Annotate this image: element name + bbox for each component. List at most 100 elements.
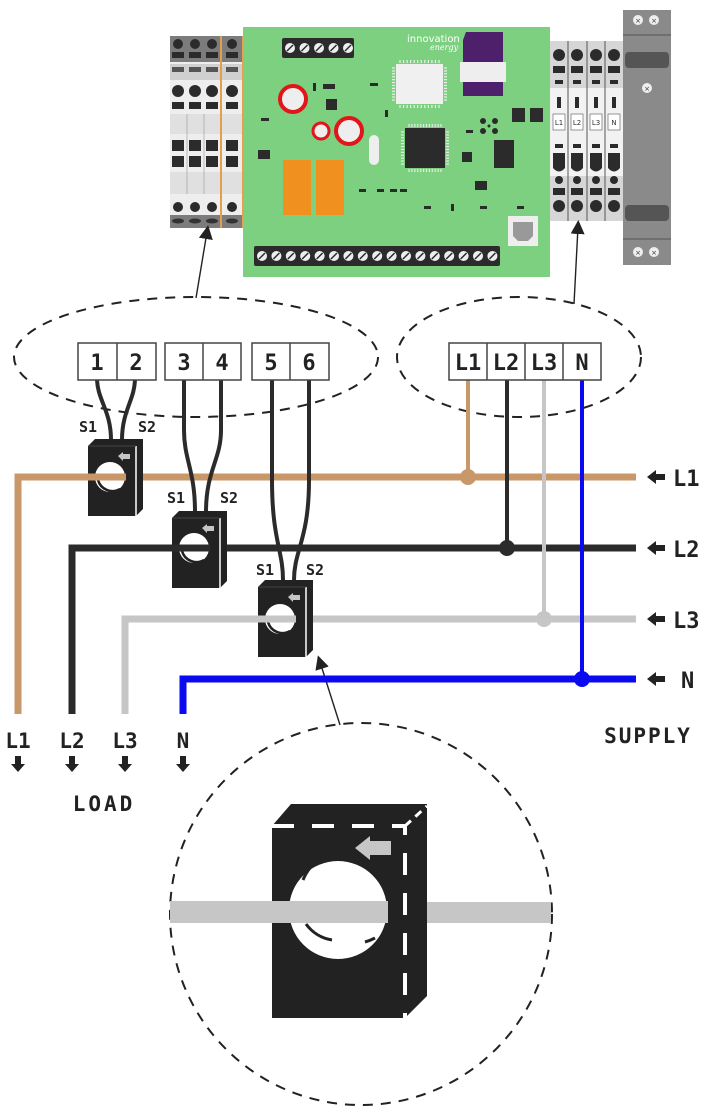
screw-icon — [329, 251, 339, 261]
screw-icon — [458, 251, 469, 261]
screw-icon — [271, 251, 282, 261]
load-l1: L1 — [5, 729, 31, 772]
terminal-pair-1-2: 1 2 — [77, 342, 157, 381]
svg-text:×: × — [635, 249, 641, 257]
screw-icon — [257, 251, 267, 261]
screw-icon — [314, 251, 325, 261]
callout-arrow-ct-terminals — [195, 225, 213, 299]
screw-icon — [314, 43, 324, 53]
ct-wires — [95, 377, 311, 581]
junction-dot — [574, 671, 590, 687]
screw-icon — [343, 43, 353, 53]
din-slot-label: L1 — [555, 119, 563, 127]
terminal-pair-3-4: 3 4 — [164, 342, 242, 381]
bus-line-n — [179, 675, 636, 714]
pcb-board: innovation energy — [243, 27, 550, 277]
ct-sensor-l3: S1 S2 — [256, 561, 324, 657]
terminal-pair-5-6: 5 6 — [251, 342, 330, 381]
callout-arrow-ct-detail — [315, 655, 341, 726]
screw-icon — [328, 43, 339, 53]
screw-icon — [285, 251, 296, 261]
supply-title: SUPPLY — [604, 724, 692, 748]
junction-dot — [536, 611, 552, 627]
load-l2: L2 — [59, 729, 85, 772]
ct-s1-label: S1 — [167, 489, 185, 507]
voltage-terminal-n: N — [575, 351, 588, 376]
din-slot — [189, 39, 201, 224]
voltage-terminal-l1: L1 — [455, 351, 482, 376]
current-direction-arrow-icon — [355, 836, 391, 860]
ct-s2-label: S2 — [220, 489, 238, 507]
svg-text:×: × — [651, 17, 657, 25]
svg-text:L1: L1 — [673, 467, 700, 492]
arrow-down-icon — [118, 756, 132, 772]
ct-s2-label: S2 — [306, 561, 324, 579]
screw-icon — [343, 251, 354, 261]
terminal-1: 1 — [90, 351, 103, 376]
junction-dot — [460, 469, 476, 485]
brand-logo-line1: innovation — [407, 34, 460, 45]
bus-lines — [14, 378, 636, 714]
arrow-down-icon — [11, 756, 25, 772]
load-l3: L3 — [112, 729, 138, 772]
arrow-left-icon — [647, 672, 665, 686]
bus-line-l3 — [121, 615, 636, 714]
terminal-3: 3 — [177, 351, 190, 376]
din-slot-l3: L3 — [589, 49, 603, 212]
supply-labels: L1 L2 L3 N SUPPLY — [604, 467, 699, 748]
cable — [170, 901, 388, 923]
svg-text:N: N — [177, 729, 190, 753]
screw-icon — [487, 251, 498, 261]
screw-icon — [473, 251, 483, 261]
relay — [283, 160, 311, 215]
supply-l2: L2 — [647, 538, 700, 563]
voltage-terminals-callout — [396, 296, 642, 418]
ct-s1-label: S1 — [256, 561, 274, 579]
ct-terminal-group: 1 2 3 4 5 6 — [77, 342, 330, 381]
capacitor-icon — [278, 84, 308, 114]
screw-icon — [300, 251, 311, 261]
arrow-down-icon — [176, 756, 190, 772]
relay — [316, 160, 344, 215]
terminal-4: 4 — [215, 351, 228, 376]
din-slot-l2: L2 — [570, 49, 584, 212]
din-slot-label: L3 — [592, 119, 600, 127]
svg-text:L2: L2 — [59, 729, 84, 753]
supply-l1: L1 — [647, 467, 700, 492]
ct-detail-view — [169, 722, 553, 1106]
screw-icon — [415, 251, 426, 261]
svg-text:×: × — [644, 85, 650, 93]
screw-icon — [372, 251, 383, 261]
brand-logo-line2: energy — [430, 43, 459, 52]
screw-icon — [357, 251, 368, 261]
bus-line-l1 — [14, 473, 636, 714]
terminal-5: 5 — [264, 351, 277, 376]
svg-text:L1: L1 — [5, 729, 30, 753]
ct-terminals-callout — [13, 296, 379, 418]
svg-text:L3: L3 — [673, 609, 700, 634]
din-slot-label: N — [611, 119, 616, 127]
current-direction-arrow-icon — [288, 593, 300, 602]
svg-text:×: × — [635, 17, 641, 25]
cpu-chip — [405, 128, 445, 168]
current-direction-arrow-icon — [202, 524, 214, 533]
screw-icon — [386, 251, 397, 261]
svg-text:N: N — [681, 669, 694, 694]
load-title: LOAD — [73, 792, 136, 816]
load-n: N — [176, 729, 190, 772]
arrow-left-icon — [647, 470, 665, 484]
supply-l3: L3 — [647, 609, 700, 634]
din-slot-l1: L1 — [552, 49, 566, 212]
voltage-terminal-l2: L2 — [493, 351, 520, 376]
load-labels: L1 L2 L3 N LOAD — [5, 729, 190, 816]
current-direction-arrow-icon — [118, 452, 130, 461]
arrow-down-icon — [65, 756, 79, 772]
screw-icon — [299, 43, 310, 53]
arrow-left-icon — [647, 541, 665, 555]
arrow-left-icon — [647, 612, 665, 626]
voltage-terminal-l3: L3 — [531, 351, 558, 376]
din-slot — [206, 39, 218, 224]
din-slot-n: N — [607, 49, 621, 212]
